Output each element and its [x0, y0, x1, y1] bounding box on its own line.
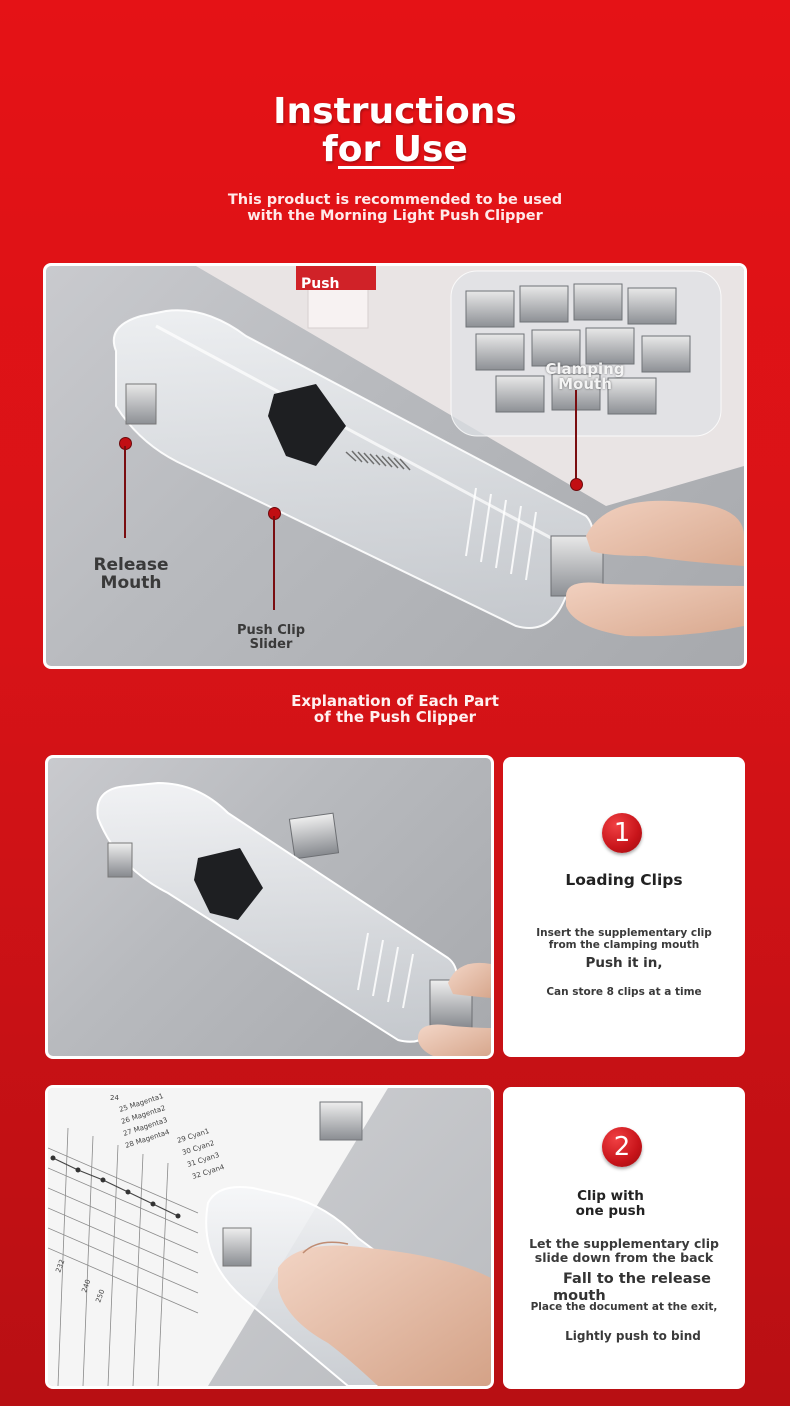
step2-title: Clip with one push [558, 1189, 663, 1219]
push-clip-slider-line2: Slider [249, 637, 293, 652]
section-caption-line1: Explanation of Each Part [291, 692, 499, 710]
step2-description: Let the supplementary clip slide down fr… [503, 1237, 745, 1265]
step2-highlight: Fall to the release mouth [553, 1271, 733, 1305]
step1-card: 1 Loading Clips Insert the supplementary… [503, 757, 745, 1057]
release-mouth-line1: Release [93, 555, 169, 575]
loading-clips-illustration [96, 781, 491, 1056]
release-mouth-line2: Mouth [100, 573, 162, 593]
clamping-mouth-label: Clamping Mouth [530, 362, 640, 392]
subtitle-line1: This product is recommended to be used [227, 192, 563, 208]
step2-highlight-line1: Fall to the release [563, 1271, 711, 1287]
push-clip-slider-label: Push Clip Slider [221, 624, 321, 652]
step2-note-line1: Place the document at the exit, [530, 1301, 718, 1313]
clip-with-one-push-illustration: 24 25 Magenta1 26 Magenta2 27 Magenta3 2… [48, 1088, 491, 1386]
page-title-line2: for Use [322, 129, 468, 170]
section-caption-line2: of the Push Clipper [313, 708, 477, 726]
step2-note-line2: Lightly push to bind [565, 1329, 701, 1343]
step2-card: 2 Clip with one push Let the supplementa… [503, 1087, 745, 1389]
subtitle-line2: with the Morning Light Push Clipper [247, 208, 543, 224]
clamping-mouth-dot [570, 478, 583, 491]
doc-label-24: 24 [110, 1094, 119, 1102]
step2-number-badge: 2 [602, 1127, 642, 1167]
step1-note: Can store 8 clips at a time [546, 986, 702, 998]
push-clip-slider-line1: Push Clip [236, 623, 306, 638]
step2-photo-panel: 24 25 Magenta1 26 Magenta2 27 Magenta3 2… [45, 1085, 494, 1389]
clamping-mouth-line1: Clamping [545, 360, 625, 378]
step2-title-line2: one push [575, 1203, 646, 1219]
hero-photo-panel: Push [43, 263, 747, 669]
release-mouth-label: Release Mouth [76, 556, 186, 592]
step1-description: Insert the supplementary clip from the c… [503, 927, 745, 951]
page-title-line1: Instructions [273, 91, 517, 132]
push-clip-slider-pointer [273, 516, 275, 610]
step2-desc-line1: Let the supplementary clip [529, 1236, 719, 1251]
push-clipper-illustration: Push [112, 266, 744, 637]
release-mouth-pointer [124, 446, 126, 538]
step1-highlight: Push it in, [585, 955, 663, 971]
step1-desc-line2: from the clamping mouth [548, 939, 700, 951]
step1-photo-panel [45, 755, 494, 1059]
step2-desc-line2: slide down from the back [534, 1250, 714, 1265]
step2-highlight-line2: mouth [553, 1288, 606, 1304]
step1-desc-line1: Insert the supplementary clip [536, 927, 712, 939]
clamping-mouth-line2: Mouth [558, 375, 612, 393]
clamping-mouth-pointer [575, 390, 577, 482]
package-label: Push [301, 276, 340, 292]
title-underline [338, 166, 454, 169]
step1-number-badge: 1 [602, 813, 642, 853]
step2-title-line1: Clip with [577, 1188, 644, 1204]
step1-title: Loading Clips [565, 871, 683, 889]
